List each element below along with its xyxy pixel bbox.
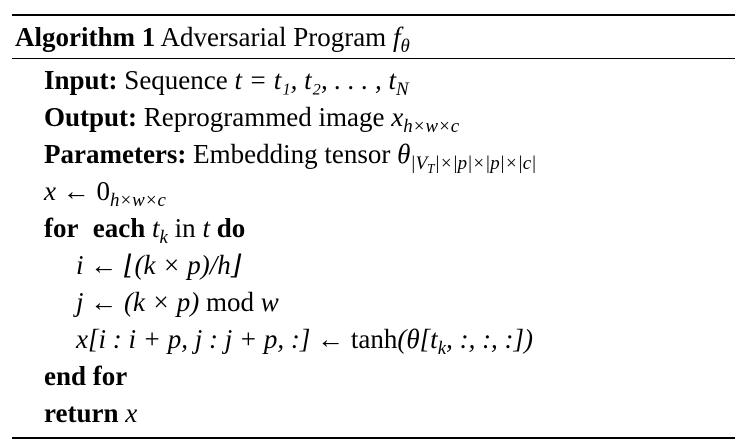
parameters-text: Embedding tensor (193, 139, 391, 169)
output-keyword: Output: (44, 102, 138, 132)
x-assign-rest: , :, :, :]) (446, 324, 534, 354)
top-rule (12, 14, 735, 16)
return-variable: x (125, 398, 138, 428)
algorithm-box: Algorithm 1 Adversarial Program fθ Input… (12, 14, 735, 439)
input-keyword: Input: (44, 65, 118, 95)
algorithm-title-symbol: f (392, 22, 401, 52)
parameters-sub-b: T (427, 161, 435, 177)
init-rhs: 0 (96, 176, 110, 206)
input-math: t = t₁, t₂, . . . , t (234, 65, 397, 95)
i-assign-line: i ← ⌊(k × p)/h⌋ (12, 247, 735, 284)
output-text: Reprogrammed image (143, 102, 385, 132)
input-math-sub: N (396, 79, 409, 101)
for-in: in (174, 213, 196, 243)
for-line: for each tk in t do (12, 210, 735, 247)
parameters-line: Parameters: Embedding tensor θ|VT|×|p|×|… (12, 136, 735, 177)
init-rhs-sub: h×w×c (109, 190, 166, 212)
output-math-sub: h×w×c (403, 116, 460, 138)
mod-operator: mod (205, 287, 254, 317)
j-assign-line: j ← (k × p) mod w (12, 284, 735, 321)
input-line: Input: Sequence t = t₁, t₂, . . . , tN (12, 62, 735, 99)
do-keyword: do (216, 213, 246, 243)
algorithm-label: Algorithm 1 (15, 22, 156, 52)
output-line: Output: Reprogrammed image xh×w×c (12, 99, 735, 136)
init-arrow: ← (62, 176, 90, 206)
algorithm-header: Algorithm 1 Adversarial Program fθ (12, 16, 735, 58)
algorithm-title: Adversarial Program (160, 22, 387, 52)
x-assign-arg: (θ[t (397, 324, 438, 354)
parameters-math-sub: |VT|×|p|×|p|×|c| (410, 153, 537, 177)
for-variable: t (152, 213, 160, 243)
for-keyword: for (44, 213, 79, 243)
return-line: return x (12, 395, 735, 432)
bottom-rule (12, 437, 735, 439)
parameters-keyword: Parameters: (44, 139, 187, 169)
parameters-math: θ (397, 139, 411, 169)
j-assign-math: j ← (k × p) (76, 287, 200, 317)
end-for-line: end for (12, 358, 735, 395)
x-assign-arg-sub: k (437, 338, 447, 360)
j-assign-w: w (260, 287, 279, 317)
end-for-keyword: end for (44, 361, 128, 391)
for-variable-sub: k (159, 227, 168, 249)
init-line: x ← 0h×w×c (12, 173, 735, 210)
for-each-keyword: each (92, 213, 146, 243)
algorithm-title-symbol-sub: θ (400, 36, 410, 58)
input-text: Sequence (124, 65, 228, 95)
x-assign-lhs: x[i : i + p, j : j + p, :] ← (76, 324, 345, 354)
x-assign-line: x[i : i + p, j : j + p, :] ← tanh(θ[tk, … (12, 321, 735, 358)
tanh-function: tanh (350, 324, 398, 354)
parameters-sub-c: |×|p|×|p|×|c| (434, 153, 537, 175)
output-math: x (391, 102, 404, 132)
algorithm-body: Input: Sequence t = t₁, t₂, . . . , tN O… (12, 59, 735, 437)
header-rule (12, 58, 735, 59)
return-keyword: return (44, 398, 119, 428)
init-lhs: x (44, 176, 56, 206)
for-sequence: t (202, 213, 210, 243)
parameters-sub-a: |V (410, 153, 428, 175)
i-assign-math: i ← ⌊(k × p)/h⌋ (76, 250, 242, 280)
